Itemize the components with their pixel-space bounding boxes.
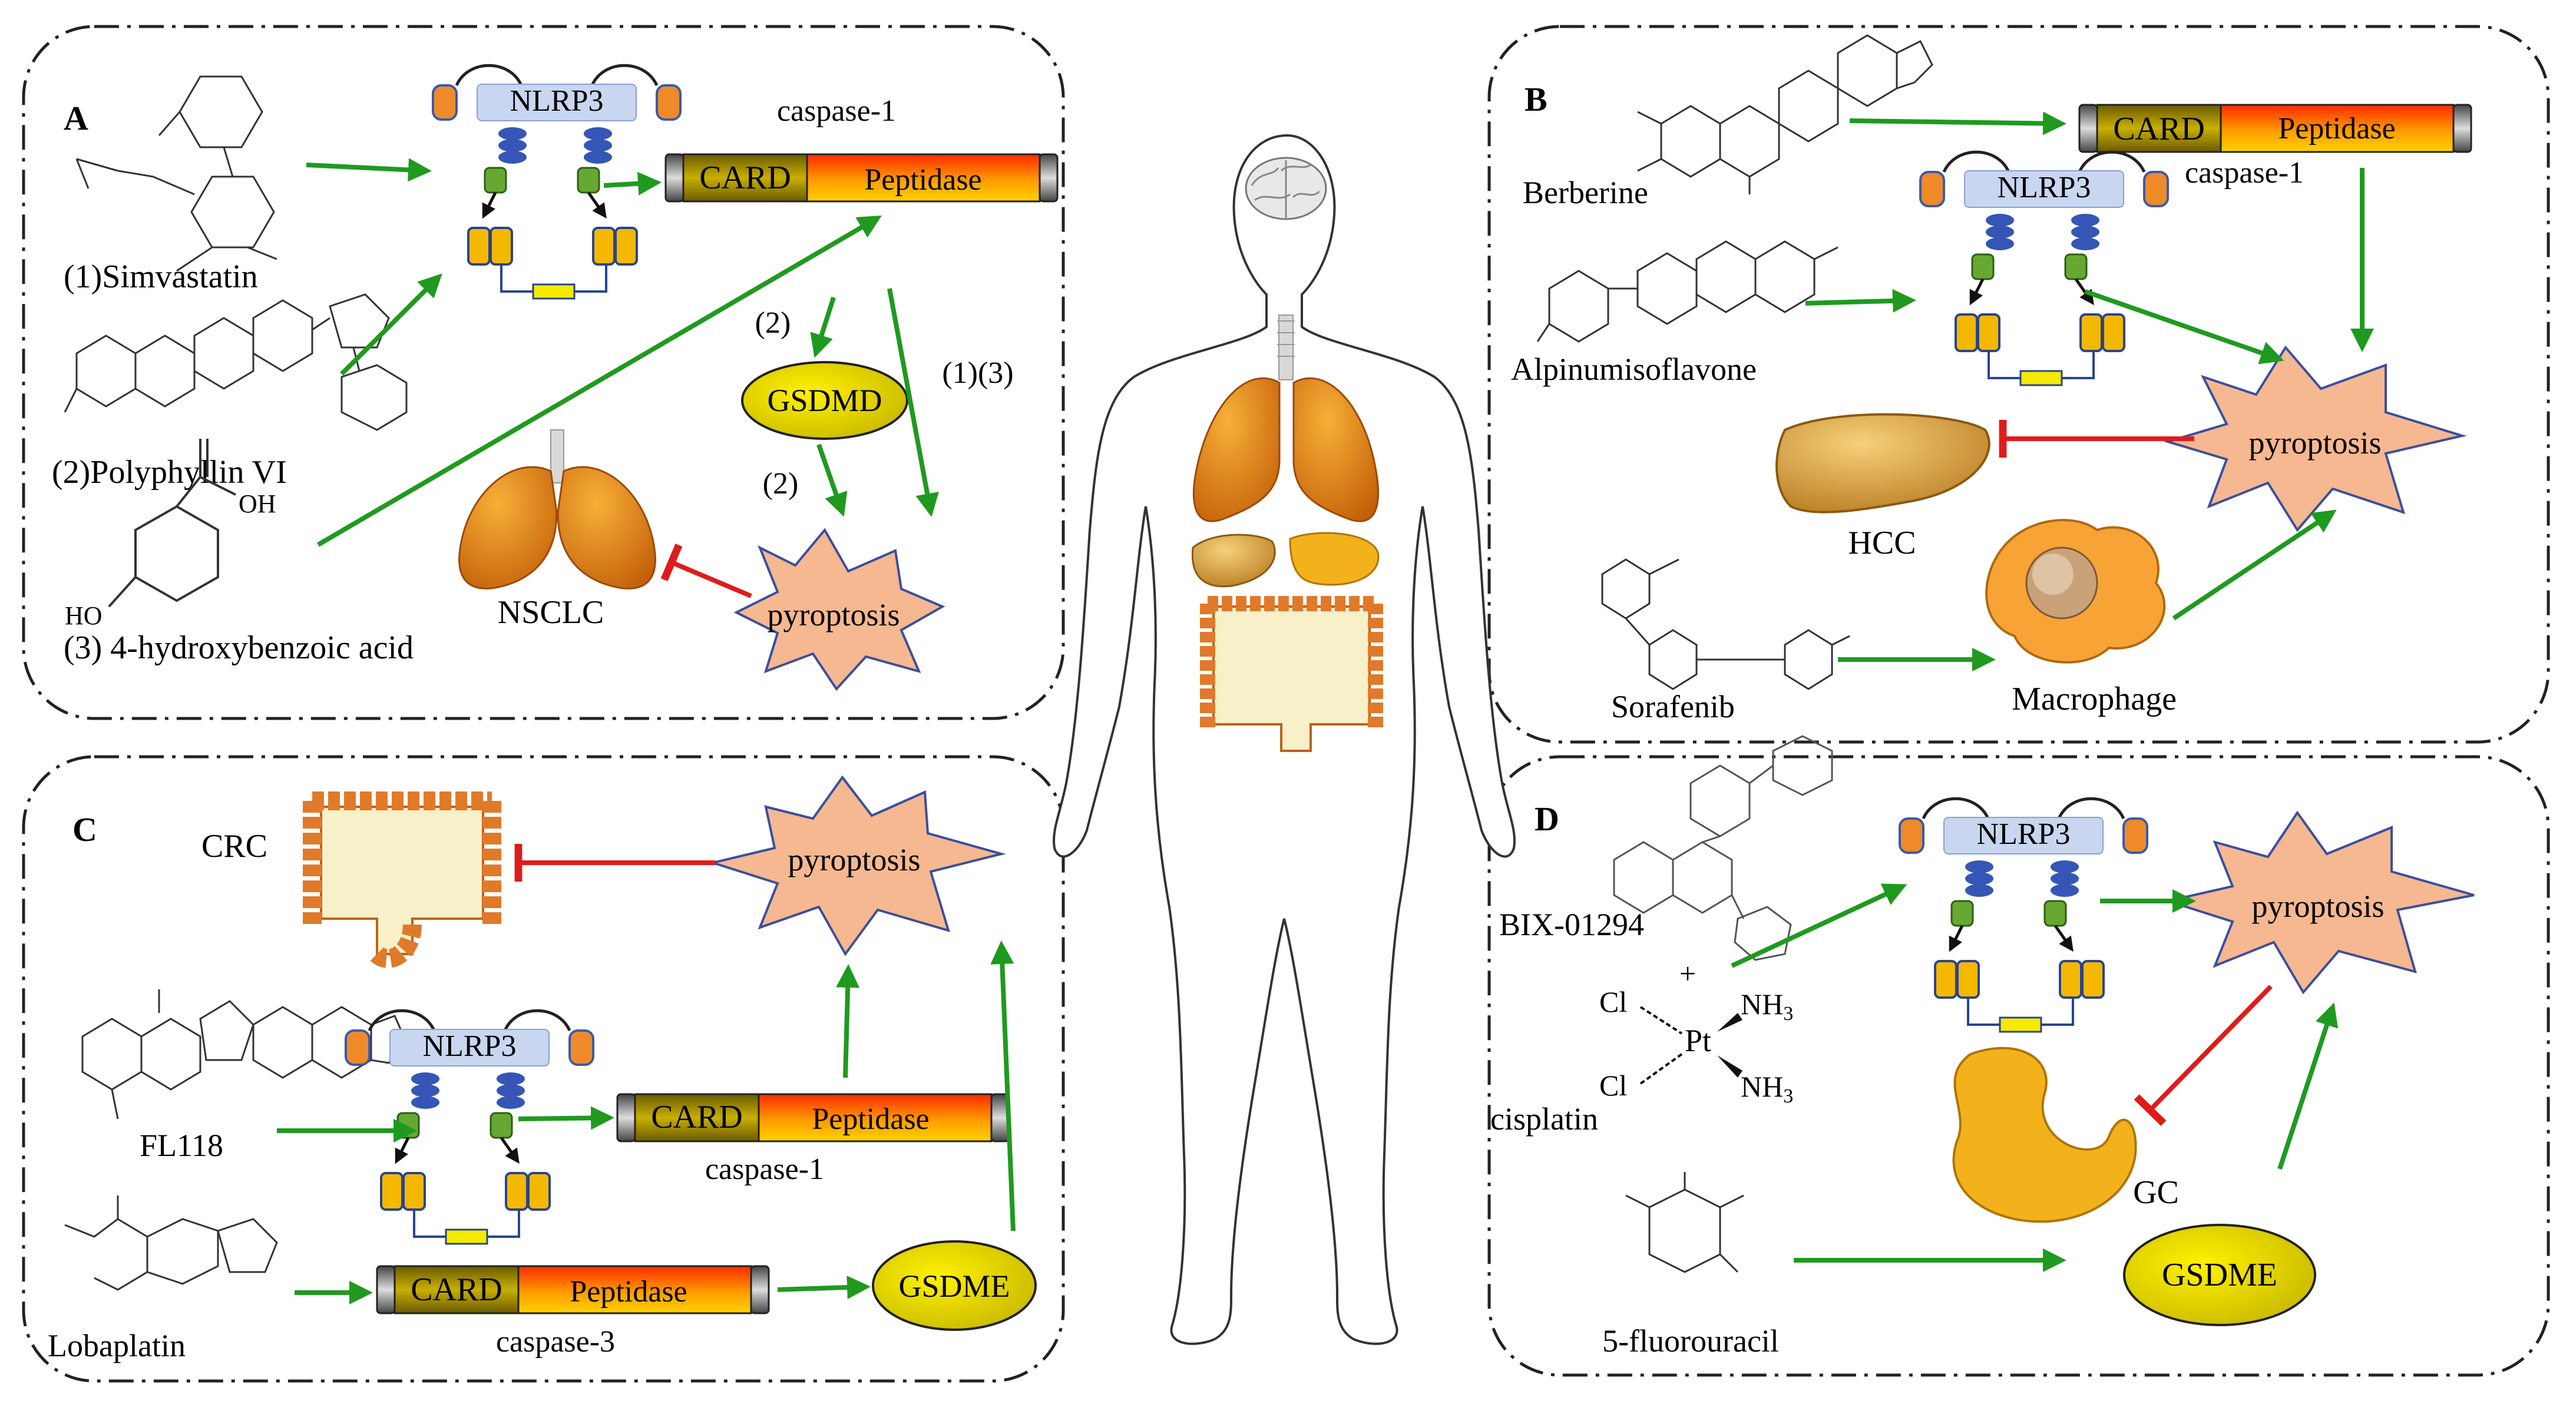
panel-b-liver-icon xyxy=(1775,413,1990,514)
panel-b-peptidase-label: Peptidase xyxy=(2278,112,2395,145)
panel-c-crc-label: CRC xyxy=(201,828,267,865)
panel-d-border xyxy=(1487,755,2550,1377)
panel-c-colon-icon xyxy=(303,791,501,968)
panel-a-caspase1-label: caspase-1 xyxy=(777,94,896,128)
panel-c-caspase1-label: caspase-1 xyxy=(705,1152,824,1186)
stomach-icon xyxy=(1289,532,1380,586)
fluorouracil-structure xyxy=(1625,1172,1744,1273)
brain-icon xyxy=(1245,157,1327,220)
trachea-icon xyxy=(1277,314,1295,380)
panel-d-pyroptosis-burst xyxy=(2163,810,2475,995)
hydroxybenzoic-ho: HO xyxy=(65,601,102,630)
simvastatin-structure xyxy=(75,75,277,272)
panel-d-letter: D xyxy=(1535,800,1559,838)
panel-c-nlrp3-label: NLRP3 xyxy=(423,1029,517,1063)
panel-b-macrophage-icon xyxy=(1985,519,2166,664)
panel-a-card-label: CARD xyxy=(699,160,791,196)
panel-b-caspase1-label: caspase-1 xyxy=(2185,156,2304,190)
panel-a: A (1)Simvastatin (2)Polyphy xyxy=(52,65,1059,691)
panel-d-stomach-icon xyxy=(1952,1046,2137,1223)
panel-a-arrows xyxy=(306,158,939,547)
panel-a-pyroptosis-label: pyroptosis xyxy=(767,597,900,632)
cisplatin-cl-top: Cl xyxy=(1599,985,1627,1018)
panel-d: D BIX-01294 + Pt Cl Cl NH3 NH3 cisplatin xyxy=(1490,735,2475,1359)
panel-b-nlrp3-label: NLRP3 xyxy=(1998,171,2091,204)
fluorouracil-label: 5-fluorouracil xyxy=(1602,1323,1779,1359)
human-body-figure xyxy=(1053,134,1516,1345)
panel-a-gsdmd-node xyxy=(741,361,908,440)
panel-b-arrows xyxy=(1805,111,2374,671)
panel-c: C CRC pyroptosis FL118 Loba xyxy=(48,775,1037,1363)
panel-c-letter: C xyxy=(72,810,97,849)
lungs-icon xyxy=(1192,377,1379,522)
sorafenib-structure xyxy=(1601,558,1850,690)
cisplatin-cl-bottom: Cl xyxy=(1599,1069,1627,1102)
panel-a-nsclc-lungs-icon xyxy=(458,429,656,589)
panel-b-letter: B xyxy=(1525,80,1547,118)
cisplatin-nh3-top: NH3 xyxy=(1741,988,1793,1025)
hydroxybenzoic-label: (3) 4-hydroxybenzoic acid xyxy=(64,630,414,666)
cisplatin-label: cisplatin xyxy=(1490,1101,1598,1137)
panel-b-card-label: CARD xyxy=(2113,111,2205,147)
cisplatin-nh3-bottom: NH3 xyxy=(1741,1070,1793,1107)
panel-a-tag-2-upper: (2) xyxy=(755,306,791,340)
panel-a-nlrp3-label: NLRP3 xyxy=(510,84,604,118)
panel-c-peptidase1-label: Peptidase xyxy=(812,1102,929,1136)
simvastatin-label: (1)Simvastatin xyxy=(64,259,258,295)
panel-c-gsdme-node xyxy=(872,1240,1037,1331)
panel-b: B Berberine Alpinumisoflavone xyxy=(1511,34,2472,724)
panel-c-card1-label: CARD xyxy=(651,1099,743,1135)
panel-d-gsdme-node xyxy=(2123,1224,2316,1326)
panel-c-border xyxy=(22,755,1065,1383)
berberine-label: Berberine xyxy=(1523,175,1648,210)
berberine-structure xyxy=(1637,34,1933,194)
panel-b-pyroptosis-label: pyroptosis xyxy=(2248,425,2381,461)
bix01294-structure xyxy=(1613,735,1833,961)
panel-borders xyxy=(22,25,2550,1383)
panel-d-arrows xyxy=(1731,883,2339,1272)
alpinumisoflavone-label: Alpinumisoflavone xyxy=(1511,352,1757,387)
panel-c-arrows xyxy=(277,940,1016,1304)
panel-a-pyroptosis-burst xyxy=(733,528,945,691)
panel-b-hcc-label: HCC xyxy=(1848,525,1916,561)
liver-icon xyxy=(1191,534,1276,588)
panel-d-gsdme-label: GSDME xyxy=(2162,1257,2277,1293)
fl118-label: FL118 xyxy=(140,1128,223,1163)
panel-c-pyroptosis-label: pyroptosis xyxy=(788,842,920,877)
panel-a-gsdmd-label: GSDMD xyxy=(767,383,882,418)
fl118-structure xyxy=(81,989,408,1120)
sorafenib-label: Sorafenib xyxy=(1611,689,1735,724)
panel-d-gc-label: GC xyxy=(2133,1174,2179,1211)
panel-d-pyroptosis-label: pyroptosis xyxy=(2251,889,2384,924)
panel-c-pyroptosis-burst xyxy=(708,775,1006,956)
lobaplatin-label: Lobaplatin xyxy=(48,1328,186,1363)
cisplatin-pt: Pt xyxy=(1685,1023,1711,1058)
polyphyllin-label: (2)Polyphyllin VI xyxy=(52,454,287,491)
intestine-icon xyxy=(1200,596,1383,752)
alpinumisoflavone-structure xyxy=(1536,240,1838,343)
panel-d-plus: + xyxy=(1679,957,1696,990)
cisplatin-structure: Pt Cl Cl NH3 NH3 xyxy=(1599,985,1793,1107)
hydroxybenzoic-structure xyxy=(108,439,236,608)
panel-a-tag-2-lower: (2) xyxy=(763,467,799,501)
panel-a-border xyxy=(22,25,1065,720)
lobaplatin-structure xyxy=(64,1195,278,1291)
panel-b-border xyxy=(1487,25,2550,744)
panel-a-letter: A xyxy=(64,99,88,137)
panel-a-inhibit-nsclc xyxy=(660,544,752,598)
panel-c-gsdme-label: GSDME xyxy=(898,1268,1010,1304)
panel-c-peptidase3-label: Peptidase xyxy=(570,1275,687,1309)
panel-c-card3-label: CARD xyxy=(411,1271,502,1308)
bix01294-label: BIX-01294 xyxy=(1499,907,1644,942)
panel-c-caspase3-label: caspase-3 xyxy=(496,1325,615,1359)
hydroxybenzoic-oh: OH xyxy=(239,489,276,518)
panel-b-macrophage-label: Macrophage xyxy=(2012,681,2177,717)
panel-a-tag-1-3: (1)(3) xyxy=(942,356,1013,390)
panel-d-nlrp3-label: NLRP3 xyxy=(1977,817,2071,851)
panel-a-nsclc-label: NSCLC xyxy=(498,594,604,631)
panel-b-pyroptosis-burst xyxy=(2164,345,2467,532)
panel-d-inhibit-gc xyxy=(2134,985,2273,1126)
panel-a-peptidase-label: Peptidase xyxy=(864,163,981,197)
